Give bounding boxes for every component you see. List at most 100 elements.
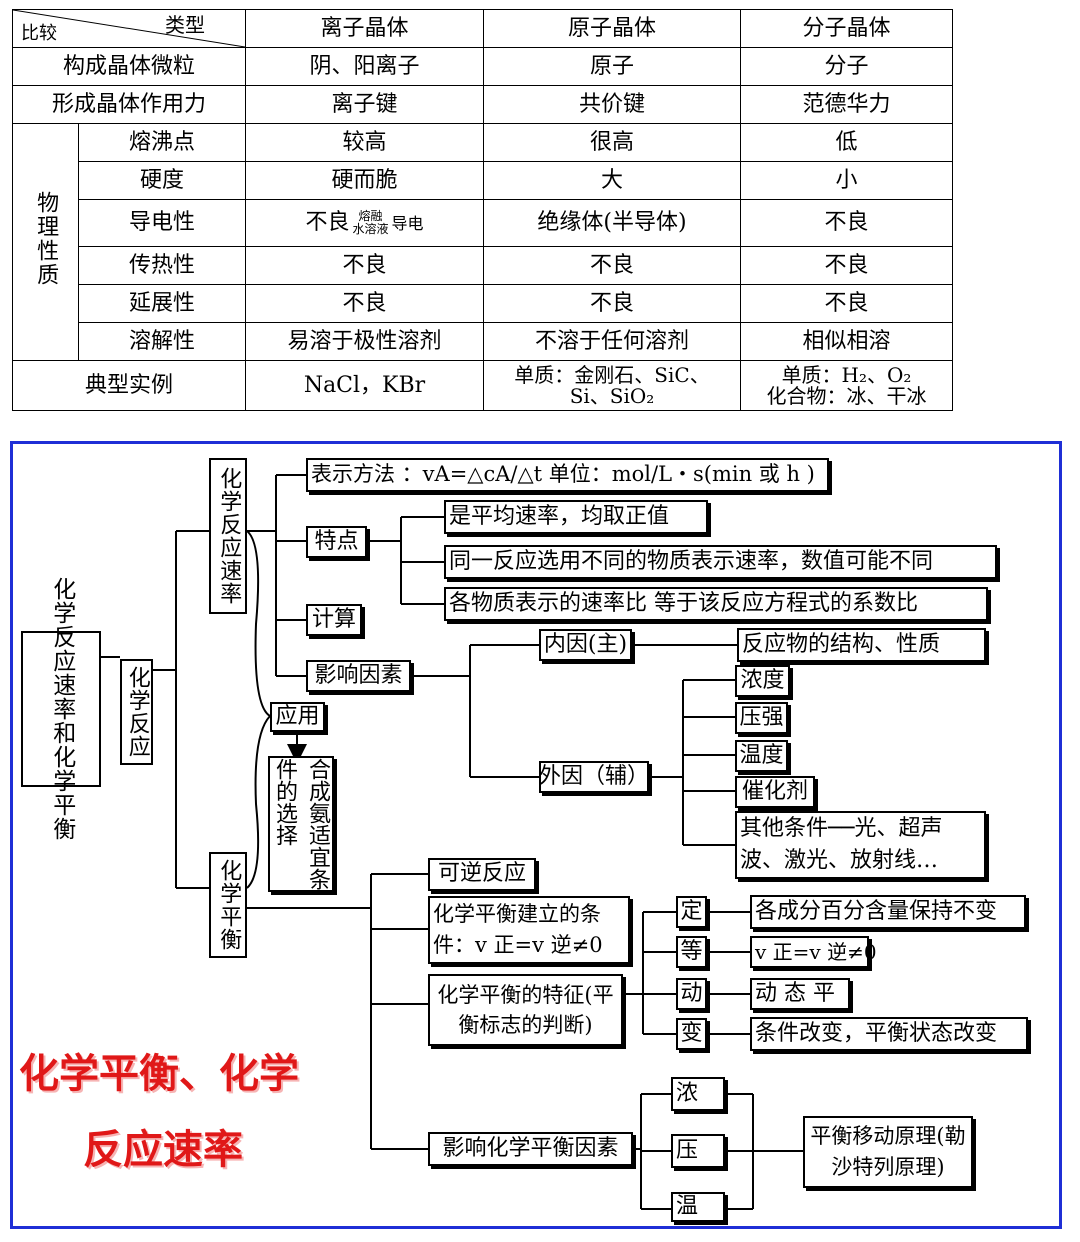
feature-deng-node: 等 xyxy=(676,936,707,968)
bian-detail-node: 条件改变，平衡状态改变 xyxy=(750,1017,1028,1051)
cell-ionic: 较高 xyxy=(245,123,484,162)
table-row: 典型实例 NaCl，KBr 单质：金刚石、SiC、 Si、SiO₂ 单质：H₂、… xyxy=(12,360,953,411)
cell-atomic: 不良 xyxy=(483,246,741,285)
conductivity-conducts: 导电 xyxy=(391,214,424,233)
feature-ratio-node: 各物质表示的速率比 等于该反应方程式的系数比 xyxy=(444,587,988,621)
features-node: 特点 xyxy=(306,526,367,558)
header-diagonal-cell: 类型 比较 xyxy=(12,9,246,48)
row-label: 溶解性 xyxy=(78,322,246,361)
cell-ionic: 不良熔融水溶液导电 xyxy=(245,199,484,247)
equilibrium-condition-node: 化学平衡建立的条件：v 正=v 逆≠0 xyxy=(428,896,630,964)
cell-ionic: 硬而脆 xyxy=(245,161,484,200)
row-label: 熔沸点 xyxy=(78,123,246,162)
example-atomic-line-2: Si、SiO₂ xyxy=(569,383,655,408)
cell-atomic: 大 xyxy=(483,161,741,200)
table-header-row: 类型 比较 离子晶体 原子晶体 分子晶体 xyxy=(12,9,953,48)
cell-atomic: 共价键 xyxy=(483,85,741,124)
condition-stack: 熔融水溶液 xyxy=(352,208,389,236)
header-type-label: 类型 xyxy=(165,13,205,37)
table-row: 导电性 不良熔融水溶液导电 绝缘体(半导体) 不良 xyxy=(13,199,953,247)
col-header-ionic: 离子晶体 xyxy=(245,9,484,48)
condition-solution: 水溶液 xyxy=(352,222,389,236)
feature-different-values-node: 同一反应选用不同的物质表示速率，数值可能不同 xyxy=(444,545,997,579)
row-label: 延展性 xyxy=(78,284,246,323)
calculation-node: 计算 xyxy=(306,604,362,636)
condition-molten: 熔融 xyxy=(358,208,383,223)
cell-molecular: 单质：H₂、O₂ 化合物：冰、干冰 xyxy=(740,360,953,411)
ding-detail-node: 各成分百分含量保持不变 xyxy=(750,895,1026,929)
col-header-atomic: 原子晶体 xyxy=(483,9,741,48)
crystal-comparison-table: 类型 比较 离子晶体 原子晶体 分子晶体 构成晶体微粒 阴、阳离子 原子 分子 … xyxy=(12,9,953,411)
feature-bian-node: 变 xyxy=(676,1018,707,1050)
feature-dong-node: 动 xyxy=(676,978,707,1010)
feature-ding-node: 定 xyxy=(676,896,707,928)
row-label: 构成晶体微粒 xyxy=(12,47,246,86)
table-row: 传热性 不良 不良 不良 xyxy=(13,246,953,285)
cell-molecular: 不良 xyxy=(740,199,953,247)
cell-ionic: 阴、阳离子 xyxy=(245,47,484,86)
row-label: 形成晶体作用力 xyxy=(12,85,246,124)
connector-lines xyxy=(101,474,803,1210)
example-molecular-line-2: 化合物：冰、干冰 xyxy=(766,383,927,408)
cell-ionic: NaCl，KBr xyxy=(245,360,484,411)
cell-atomic: 绝缘体(半导体) xyxy=(483,199,741,247)
row-label: 典型实例 xyxy=(12,360,246,411)
temperature-node: 温度 xyxy=(735,740,788,772)
cell-atomic: 很高 xyxy=(483,123,741,162)
internal-detail-node: 反应物的结构、性质 xyxy=(737,628,986,662)
chemical-reaction-node: 化学反应 xyxy=(120,659,153,765)
ammonia-synthesis-node: 合成氨适宜条件的选择 xyxy=(268,756,334,892)
internal-factor-node: 内因(主) xyxy=(539,629,632,661)
example-atomic-line-1: 单质：金刚石、SiC、 xyxy=(514,362,710,387)
table-row: 形成晶体作用力 离子键 共价键 范德华力 xyxy=(12,85,953,124)
cell-atomic: 原子 xyxy=(483,47,741,86)
equilibrium-features-node: 化学平衡的特征(平衡标志的判断) xyxy=(428,974,623,1046)
influencing-factors-node: 影响因素 xyxy=(306,660,411,692)
cell-atomic: 不良 xyxy=(483,284,741,323)
chemical-equilibrium-node: 化学平衡 xyxy=(209,852,247,958)
le-chatelier-principle-node: 平衡移动原理(勒沙特列原理) xyxy=(803,1116,973,1188)
cell-molecular: 范德华力 xyxy=(740,85,953,124)
physical-properties-group: 物理性质 xyxy=(12,123,79,361)
dong-detail-node: 动 态 平 xyxy=(750,978,850,1010)
catalyst-node: 催化剂 xyxy=(735,776,815,808)
cell-molecular: 分子 xyxy=(740,47,953,86)
cell-ionic: 不良 xyxy=(245,246,484,285)
cell-molecular: 相似相溶 xyxy=(740,322,953,361)
row-label: 传热性 xyxy=(78,246,246,285)
physical-group-label: 物理性质 xyxy=(33,190,59,287)
header-compare-label: 比较 xyxy=(21,23,57,45)
conductivity-poor: 不良 xyxy=(305,210,350,235)
big-title-line-1: 化学平衡、化学 xyxy=(19,1050,299,1097)
row-label: 硬度 xyxy=(78,161,246,200)
feature-average-node: 是平均速率，均取正值 xyxy=(444,500,708,534)
row-label: 导电性 xyxy=(78,199,246,247)
rate-expression-node: 表示方法 ：vA=△cA/△t 单位：mol/L・s(min 或 h ) xyxy=(306,458,829,492)
table-row: 延展性 不良 不良 不良 xyxy=(13,284,953,323)
other-conditions-node: 其他条件──光、超声波、激光、放射线… xyxy=(735,811,986,879)
mindmap-frame: 化学反应速率和化学平衡 化学反应 化学反应速率 表示方法 ：vA=△cA/△t … xyxy=(10,441,1062,1229)
eq-temperature-node: 温 xyxy=(671,1192,725,1222)
eq-concentration-node: 浓 xyxy=(671,1077,725,1111)
concentration-node: 浓度 xyxy=(735,665,790,697)
big-title-line-2: 反应速率 xyxy=(83,1126,243,1173)
cell-molecular: 不良 xyxy=(740,246,953,285)
deng-detail-node: v 正=v 逆≠0 xyxy=(750,936,877,968)
table-row: 物理性质 熔沸点 较高 很高 低 xyxy=(12,123,953,361)
cell-ionic: 离子键 xyxy=(245,85,484,124)
reversible-reaction-node: 可逆反应 xyxy=(428,858,536,891)
cell-atomic: 不溶于任何溶剂 xyxy=(483,322,741,361)
cell-ionic: 不良 xyxy=(245,284,484,323)
pressure-node: 压强 xyxy=(735,702,788,734)
table-row: 硬度 硬而脆 大 小 xyxy=(13,161,953,200)
root-node: 化学反应速率和化学平衡 xyxy=(21,577,101,841)
eq-pressure-node: 压 xyxy=(671,1134,725,1168)
cell-ionic: 易溶于极性溶剂 xyxy=(245,322,484,361)
reaction-rate-node: 化学反应速率 xyxy=(209,458,247,614)
equilibrium-factors-node: 影响化学平衡因素 xyxy=(428,1132,633,1166)
table-row: 构成晶体微粒 阴、阳离子 原子 分子 xyxy=(12,47,953,86)
cell-molecular: 不良 xyxy=(740,284,953,323)
col-header-molecular: 分子晶体 xyxy=(740,9,953,48)
application-node: 应用 xyxy=(270,702,325,732)
table-row: 溶解性 易溶于极性溶剂 不溶于任何溶剂 相似相溶 xyxy=(13,322,953,361)
